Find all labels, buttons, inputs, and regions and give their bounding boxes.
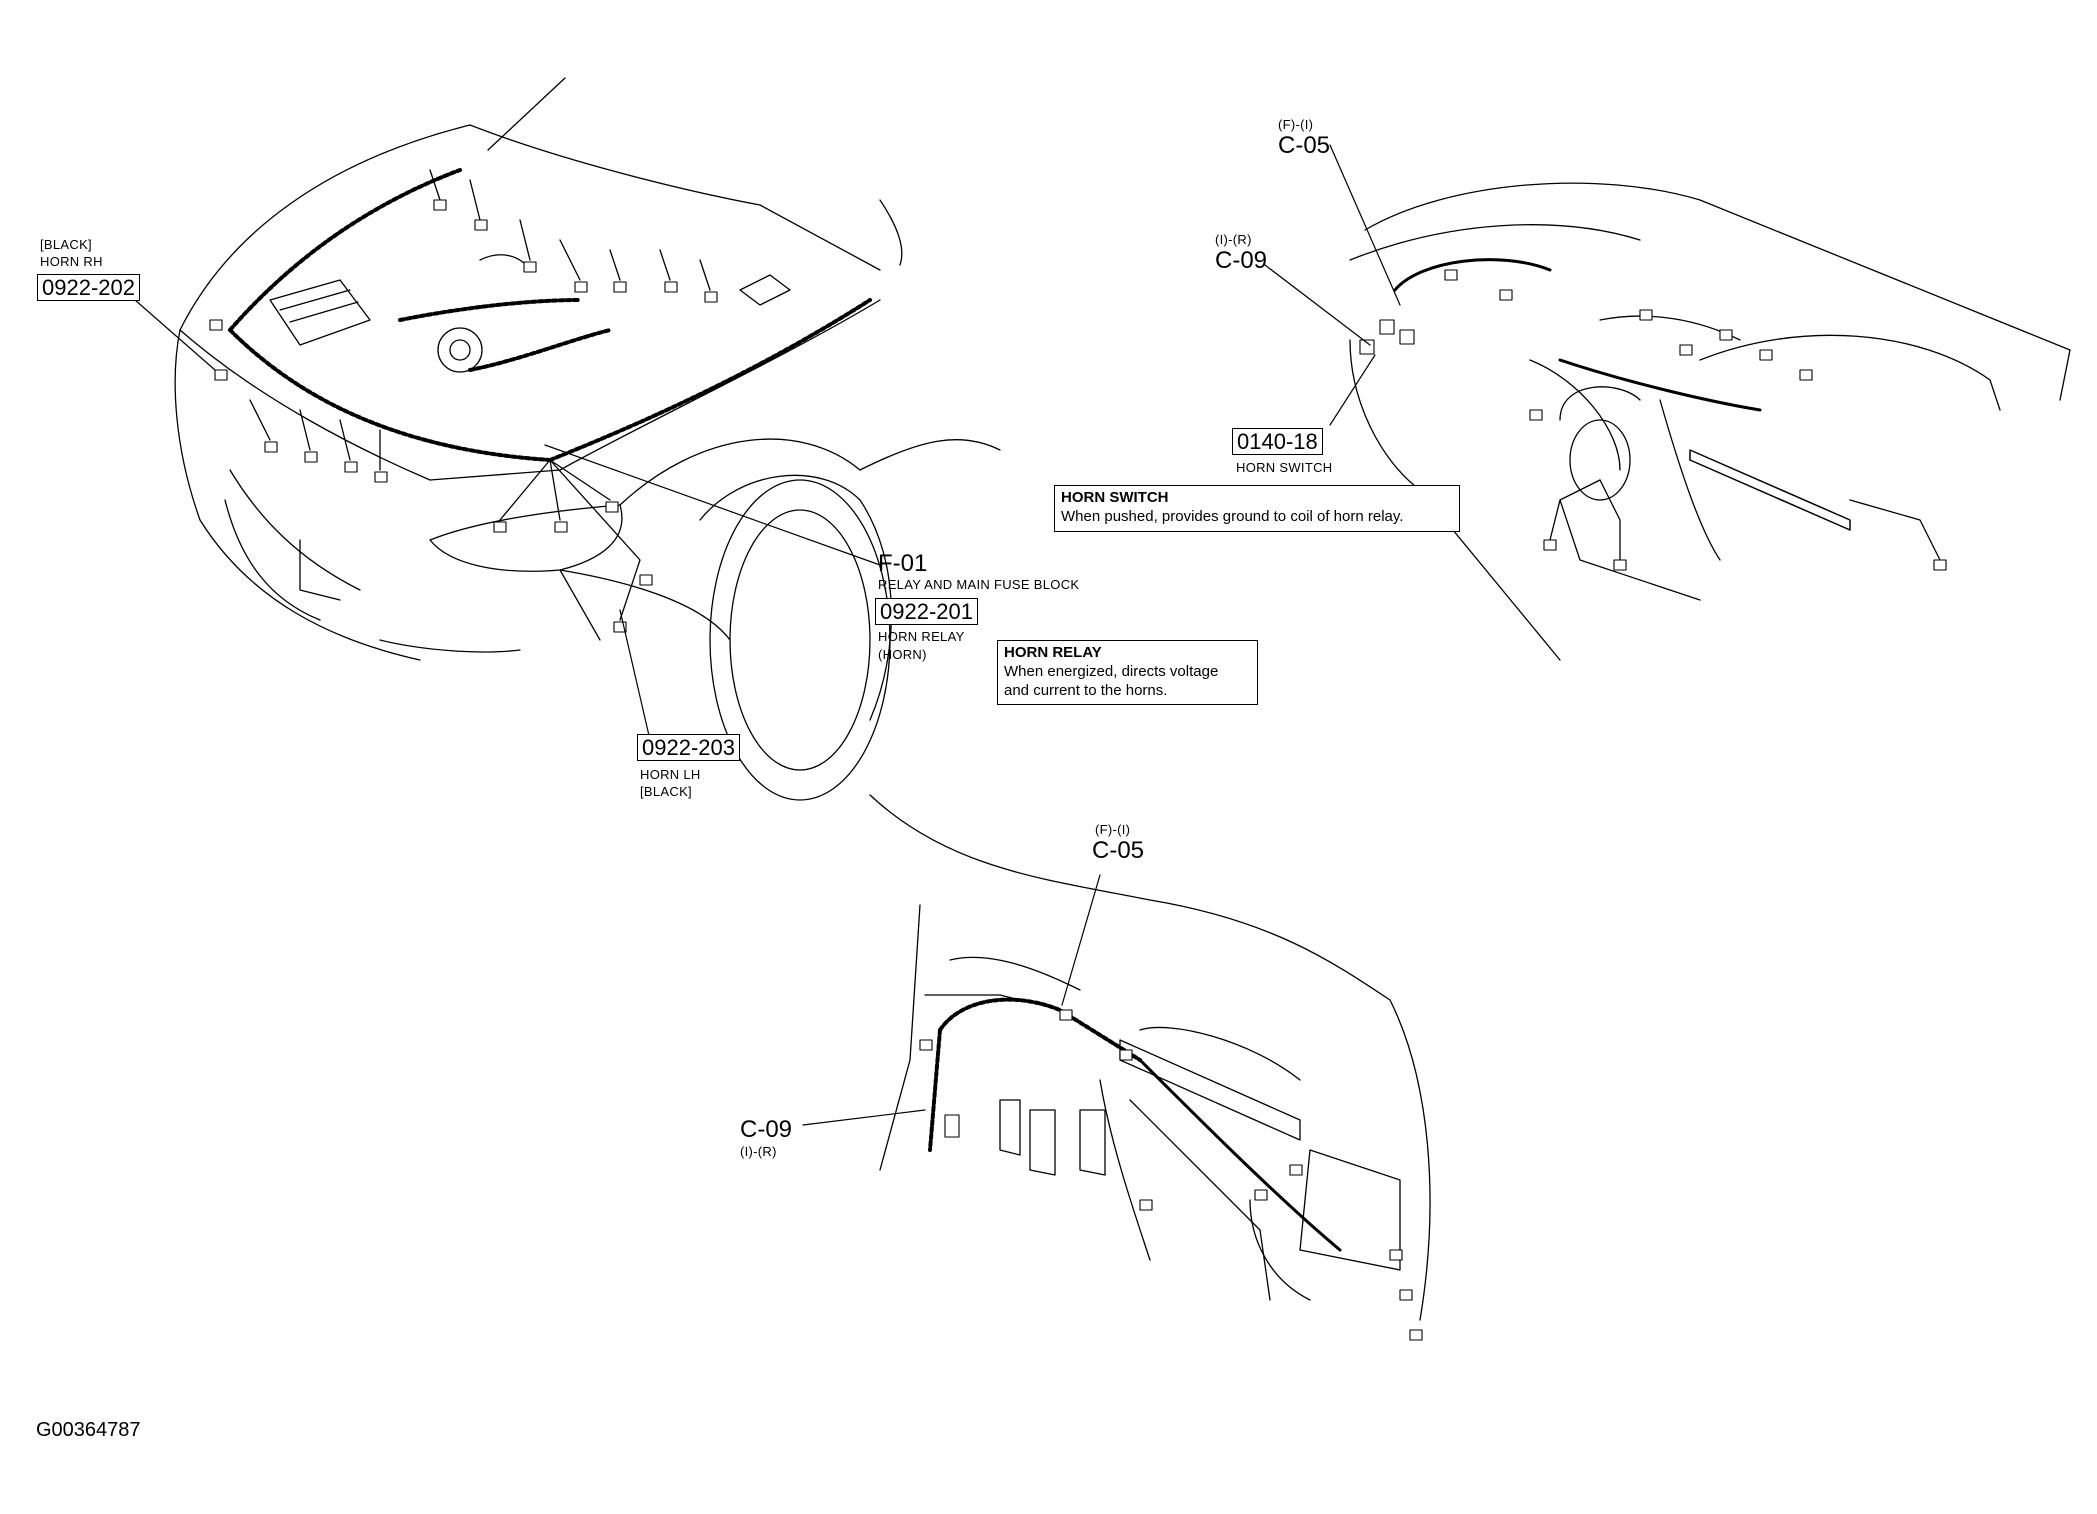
dash-c09-code: C-09 bbox=[1215, 247, 1268, 274]
dash-c05-pin: (F)-(I) bbox=[1278, 117, 1314, 132]
horn-rh-code: 0922-202 bbox=[37, 274, 140, 301]
horn-rh-color: [BLACK] bbox=[40, 237, 92, 252]
horn-relay-note-line1: When energized, directs voltage bbox=[1004, 662, 1219, 680]
horn-switch-note-title: HORN SWITCH bbox=[1061, 489, 1169, 506]
horn-rh-name: HORN RH bbox=[40, 254, 103, 269]
horn-switch-name: HORN SWITCH bbox=[1236, 460, 1333, 475]
lower-c09-code: C-09 bbox=[740, 1116, 793, 1143]
horn-relay-code: 0922-201 bbox=[875, 598, 978, 625]
engine-bay-view bbox=[134, 77, 1001, 801]
horn-switch-note: HORN SWITCH When pushed, provides ground… bbox=[1054, 485, 1460, 532]
dashboard-view bbox=[1264, 144, 2071, 661]
horn-relay-sub: (HORN) bbox=[878, 647, 927, 662]
horn-lh-color: [BLACK] bbox=[640, 784, 692, 799]
figure-id: G00364787 bbox=[36, 1419, 141, 1441]
dash-c05-code: C-05 bbox=[1278, 132, 1331, 159]
lower-c05-pin: (F)-(I) bbox=[1095, 822, 1131, 837]
horn-switch-note-line1: When pushed, provides ground to coil of … bbox=[1061, 507, 1404, 525]
dash-c09-pin: (I)-(R) bbox=[1215, 232, 1252, 247]
horn-switch-code: 0140-18 bbox=[1232, 428, 1323, 455]
horn-relay-name: HORN RELAY bbox=[878, 629, 965, 644]
horn-relay-note: HORN RELAY When energized, directs volta… bbox=[997, 640, 1258, 706]
relay-block-name: RELAY AND MAIN FUSE BLOCK bbox=[878, 577, 1080, 592]
horn-relay-note-line2: and current to the horns. bbox=[1004, 681, 1168, 699]
horn-lh-name: HORN LH bbox=[640, 767, 701, 782]
lower-c05-code: C-05 bbox=[1092, 837, 1145, 864]
horn-relay-note-title: HORN RELAY bbox=[1004, 644, 1102, 661]
horn-lh-code: 0922-203 bbox=[637, 734, 740, 761]
lower-dash-view bbox=[802, 794, 1431, 1341]
relay-block-code: F-01 bbox=[878, 550, 928, 577]
lower-c09-pin: (I)-(R) bbox=[740, 1144, 777, 1159]
